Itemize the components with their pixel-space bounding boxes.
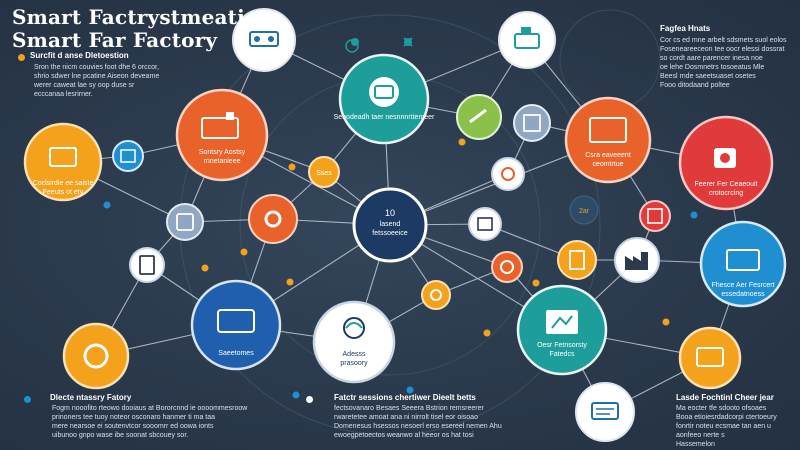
blue-right-node[interactable]: Fhesce Aer Fesrcert essedatnoess	[699, 220, 787, 308]
orange-right-label-2: ceomtrtue	[592, 161, 623, 168]
right-panel-line: oe lehe Dosmnetrs tosoeatus Mle	[660, 64, 765, 71]
orange-gear-node[interactable]	[248, 194, 298, 244]
blue-right-label-2: essedatnoess	[721, 291, 765, 298]
left-panel-line: ecccanaa lesrirner.	[34, 91, 93, 98]
bottom-left-line: uibunoo gnpo wase ibe soonat sbcouey sor…	[52, 432, 189, 439]
white-factory-node[interactable]	[614, 237, 660, 283]
green-mid-label: 2ar	[579, 208, 590, 215]
yellow-bottom-left-node[interactable]	[62, 322, 130, 390]
yellow-doc-node[interactable]	[557, 240, 597, 280]
teal-bottom-label-1: Oesr Fetnsorsty	[537, 342, 587, 349]
small-orange-label: Sses	[316, 170, 332, 177]
bottom-right-line: Ma eocter tfe sdooto ofsoaes	[676, 405, 767, 412]
bottom-left-text: Fogm nooofito rteowo dooiaus at Bororcnn…	[52, 404, 282, 440]
yellow-label-node[interactable]: Sses	[308, 156, 340, 188]
white-robot-node[interactable]	[491, 157, 525, 191]
right-panel-line: Beesl rnde saeetsuaset osetes	[660, 73, 756, 80]
bottom-center-text: fectsovanaro Besaes Seeera Bstrion remsr…	[334, 404, 534, 440]
white-top-right-node[interactable]	[498, 11, 556, 69]
left-panel-bullet	[18, 54, 25, 61]
bottom-left-line: mere nearsoe ei soutenvtcor sooomrr ed o…	[52, 423, 214, 430]
right-panel-line: Fooo ditodaand poltee	[660, 82, 730, 89]
blue-right-label-1: Fhesce Aer Fesrcert	[711, 282, 774, 289]
white-node-clipboard[interactable]	[129, 247, 165, 283]
teal-bottom-node[interactable]: Oesr Fetnsorsty Fatedcs	[516, 284, 608, 376]
blue-bottom-label: Saeetomes	[218, 350, 254, 357]
teal-hub-node[interactable]: Seoodeadh taer nesnnnrttemeer	[334, 53, 435, 145]
bottom-center-line: rwaretetee amoat ana ni nirrolt tisel eo…	[334, 414, 478, 421]
bottom-right-line: Hassemelon	[676, 441, 715, 448]
red-right-label-2: crotocrcing	[709, 190, 743, 197]
title-line-2: Smart Far Factory	[12, 28, 218, 52]
yellow-bottom-right-node[interactable]	[678, 326, 742, 390]
right-panel-heading: Fagfea Hnats	[660, 24, 711, 33]
right-panel-line: Foseneareeceon tee oocr elessi dossrat	[660, 46, 785, 53]
white-bottom-right-node[interactable]	[575, 382, 635, 442]
orange-right-label-1: Csra eaveeent	[585, 152, 631, 159]
red-right-label-1: Feerer Fer Ceaeouit	[694, 181, 757, 188]
green-wrench-node[interactable]	[456, 94, 502, 140]
yellow-timer-node[interactable]	[421, 280, 451, 310]
yellow-left-node[interactable]: Coclsirdie ee saiste Feeuts ot ety	[23, 122, 103, 202]
orange-top-node[interactable]: Sontsry Aostsy rnnetanieee	[175, 88, 269, 182]
white-bottom-center-node[interactable]: Adesss prasoory	[312, 300, 396, 384]
small-icon-dots	[345, 37, 413, 53]
hub-label: Seoodeadh taer nesnnnrttemeer	[334, 114, 435, 121]
left-panel-heading: Surcfit d anse Dletoestion	[30, 51, 129, 60]
bottom-right-text: Ma eocter tfe sdooto ofsoaes Booa etioie…	[676, 404, 796, 449]
left-panel-line: werer caweat lae sy oop duse sr	[34, 82, 135, 89]
white-center-label-1: Adesss	[343, 351, 366, 358]
center-node[interactable]: 10 lasend fetssoeeice	[352, 187, 428, 263]
bottom-center-line: fectsovanaro Besaes Seeera Bstrion remsr…	[334, 405, 484, 412]
yellow-left-label-1: Coclsirdie ee saiste	[33, 180, 94, 187]
bottom-center-line: ewoegpetoectos weanwo al heeor os hat to…	[334, 432, 474, 439]
bottom-left-line: Fogm nooofito rteowo dooiaus at Bororcnn…	[52, 405, 248, 412]
white-center-label-2: prasoory	[340, 360, 368, 367]
bottom-center-bullet	[306, 396, 313, 403]
red-right-node[interactable]: Feerer Fer Ceaeouit crotocrcing	[678, 115, 774, 211]
bottom-center-heading: Fatctr sessions chertiwer Dieelt betts	[334, 393, 476, 402]
red-doc-node[interactable]	[639, 200, 671, 232]
left-panel-text: Sron the nicm couvies foot dhe 6 orccor,…	[34, 63, 184, 99]
center-label-2: lasend	[380, 221, 401, 228]
white-mid-node[interactable]	[468, 207, 502, 241]
bottom-right-line: aonfeeo nerte s	[676, 432, 725, 439]
blue-bottom-node[interactable]: Saeetomes	[190, 279, 282, 371]
green-small-node[interactable]: 2ar	[569, 195, 599, 225]
bottom-center-line: Domenesus hsessos nesoerl erso esereel n…	[334, 423, 502, 430]
left-panel-line: Sron the nicm couvies foot dhe 6 orccor,	[34, 64, 159, 71]
gray-right-node[interactable]	[513, 104, 551, 142]
bottom-left-heading: Dlecte ntassry Fatory	[50, 393, 132, 402]
right-panel-line: Cor cs ed mne arbelt sdsmets suol eolos	[660, 37, 787, 44]
right-panel-text: Cor cs ed mne arbelt sdsmets suol eolos …	[660, 36, 795, 90]
orange-right-node[interactable]: Csra eaveeent ceomtrtue	[564, 96, 652, 184]
white-top-left-node[interactable]	[232, 8, 296, 72]
teal-bottom-label-2: Fatedcs	[550, 351, 575, 358]
orange-timer-node[interactable]	[491, 251, 523, 283]
center-label-1: 10	[385, 208, 395, 218]
right-panel-line: so cordt aare parencer inesa noe	[660, 55, 763, 62]
orange-top-label-1: Sontsry Aostsy	[199, 149, 246, 156]
gray-node-left[interactable]	[166, 203, 204, 241]
title-line-1: Smart Factrystmeation	[12, 5, 274, 29]
bottom-left-bullet	[24, 396, 31, 403]
yellow-left-label-2: Feeuts ot ety	[43, 189, 84, 196]
orange-top-label-2: rnnetanieee	[204, 158, 241, 165]
center-label-3: fetssoeeice	[372, 230, 408, 237]
page-title: Smart Factrystmeation Smart Far Factory	[12, 6, 273, 52]
bottom-right-line: Booa etioiesrdadcorpi ctertoeury	[676, 414, 777, 421]
bottom-left-line: prinoners tee tuoy noteor osconaro hanme…	[52, 414, 216, 421]
left-panel-line: shrio sdwer lne pcatine Aiseon deveame	[34, 73, 160, 80]
bottom-right-line: fonrtir noteu ecsmae tan aen u	[676, 423, 771, 430]
bottom-right-heading: Lasde Fochtinl Cheer jear	[676, 393, 774, 402]
blue-small-node-left[interactable]	[112, 140, 144, 172]
